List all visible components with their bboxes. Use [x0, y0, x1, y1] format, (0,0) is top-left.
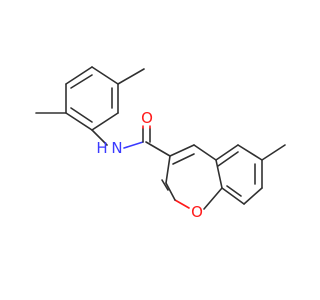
amide-group [123, 125, 171, 157]
bond [70, 107, 93, 123]
bond [65, 112, 93, 131]
atom-nitrogen: N [111, 139, 122, 157]
bond [165, 182, 176, 201]
bond [215, 159, 223, 189]
bond [65, 66, 93, 85]
bond [169, 144, 195, 157]
bond [91, 112, 119, 131]
oxepine-ring [161, 144, 223, 210]
molecule-structure: O N H O [35, 66, 286, 221]
atom-oxygen-ring: O [191, 203, 203, 221]
bond [91, 66, 119, 85]
bond [215, 144, 239, 161]
xylyl-ring [35, 66, 145, 146]
bond [91, 129, 108, 146]
atom-hydrogen: H [96, 139, 107, 157]
bond [117, 68, 145, 85]
bond [217, 151, 239, 167]
bond [193, 144, 217, 161]
bond [70, 74, 93, 89]
bond [172, 153, 195, 165]
bond [226, 185, 242, 197]
bond [243, 187, 263, 205]
bond [203, 187, 223, 210]
bond [123, 141, 144, 149]
bond [174, 199, 190, 209]
bond [161, 179, 169, 191]
molecule-canvas: O N H O [35, 66, 286, 221]
bond [145, 141, 171, 157]
bond [261, 144, 286, 161]
bond [165, 155, 171, 184]
bond [237, 144, 263, 161]
benzo-ring [215, 144, 286, 205]
atom-oxygen-amide: O [141, 109, 153, 127]
bond [221, 187, 245, 205]
